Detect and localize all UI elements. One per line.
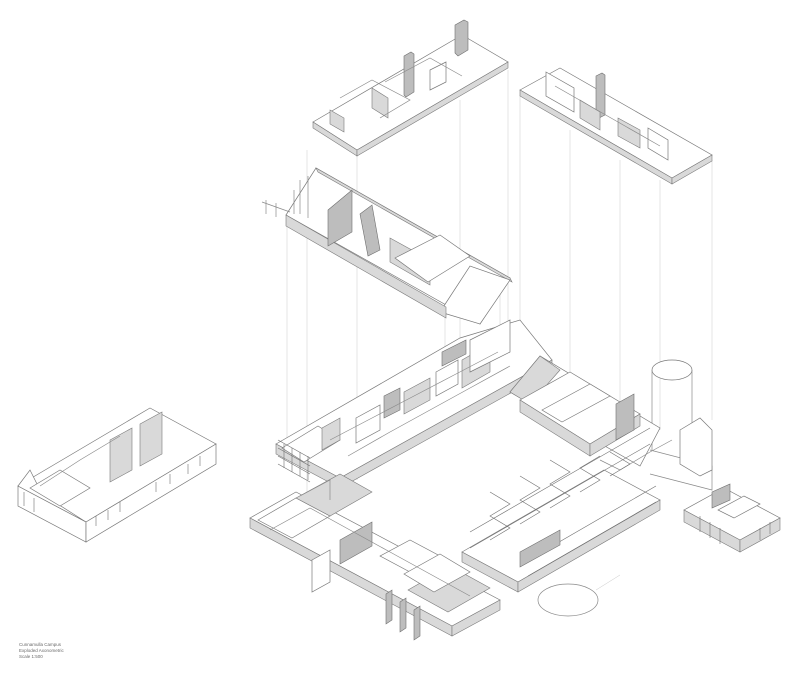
upper-floor-right bbox=[519, 67, 713, 185]
shed-left bbox=[17, 407, 217, 543]
drawing-caption: Cunnamulla Campus Exploded Axonometric S… bbox=[19, 642, 64, 660]
upper-floor-left bbox=[312, 19, 509, 157]
courtyard-corridor bbox=[461, 427, 661, 593]
ground-floor-southwest-block bbox=[249, 473, 501, 641]
middle-roof bbox=[261, 167, 513, 325]
caption-line-3: Scale 1:500 bbox=[19, 654, 43, 659]
ground-floor-east-wing bbox=[509, 355, 713, 491]
outbuilding-right bbox=[683, 483, 781, 553]
ground-floor-north-wing bbox=[275, 319, 553, 489]
caption-line-1: Cunnamulla Campus bbox=[19, 642, 62, 647]
caption-line-2: Exploded Axonometric bbox=[19, 648, 64, 653]
round-courtyard bbox=[537, 574, 621, 617]
